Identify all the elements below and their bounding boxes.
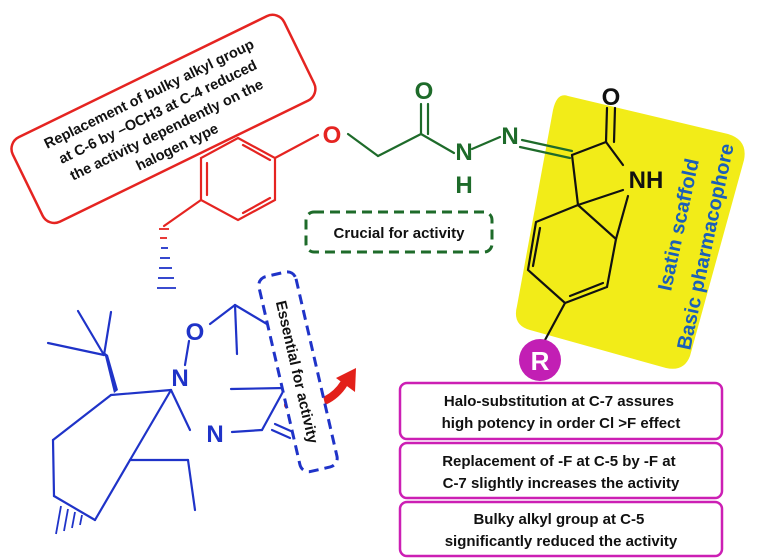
hydrazide-nitrogen: N (455, 139, 472, 166)
svg-text:Replacement of -F at C-5 by -F: Replacement of -F at C-5 by -F at C-7 sl… (442, 453, 680, 492)
carbonyl-oxygen: O (415, 78, 434, 105)
sar-note-3-line-1: Bulky alkyl group at C-5 (473, 511, 644, 528)
sar-note-2-line-2: C-7 slightly increases the activity (443, 475, 680, 492)
r-label: R (531, 346, 550, 376)
isoxazolidine-oxygen: O (186, 319, 205, 346)
svg-text:Bulky alkyl group at C-5: Bulky alkyl group at C-5 significantly r… (445, 511, 678, 550)
phenyl-ring (162, 133, 320, 228)
ether-oxygen: O (323, 122, 342, 149)
r-substituent (519, 339, 561, 381)
isatin-core (526, 106, 630, 342)
sar-note-3: Bulky alkyl group at C-5 significantly r… (398, 500, 724, 558)
curved-arrow-head-icon (336, 368, 356, 392)
hash-bonds (55, 247, 176, 535)
hydrazide-hydrogen: H (455, 172, 472, 199)
sar-note-3-line-2: significantly reduced the activity (445, 533, 678, 550)
hydrazone-nitrogen: N (501, 123, 518, 150)
sar-note-1-line-1: Halo-substitution at C-7 assures (444, 393, 674, 410)
sar-note-1-line-2: high potency in order Cl >F effect (442, 415, 681, 432)
crucial-label: Crucial for activity (334, 225, 466, 242)
isatin-nh: NH (629, 167, 664, 194)
svg-text:Halo-substitution at C-7 assur: Halo-substitution at C-7 assures high po… (442, 393, 681, 432)
sar-note-2: Replacement of -F at C-5 by -F at C-7 sl… (398, 441, 724, 500)
lactam-nitrogen: N (206, 421, 223, 448)
hash-bond-to-ring (159, 228, 169, 239)
crucial-box (304, 210, 494, 254)
wedge-bond (104, 352, 118, 393)
essential-box: Essential for activity (257, 270, 339, 474)
red-annotation-box: Replacement of bulky alkyl group at C-6 … (10, 13, 317, 225)
isatin-oxygen: O (602, 84, 621, 111)
sar-note-1: Halo-substitution at C-7 assures high po… (398, 381, 724, 441)
sar-note-2-line-1: Replacement of -F at C-5 by -F at (442, 453, 675, 470)
acetohydrazide-linker (346, 102, 574, 160)
spiro-isoxazolidine (46, 303, 295, 522)
isoxazolidine-nitrogen: N (171, 365, 188, 392)
